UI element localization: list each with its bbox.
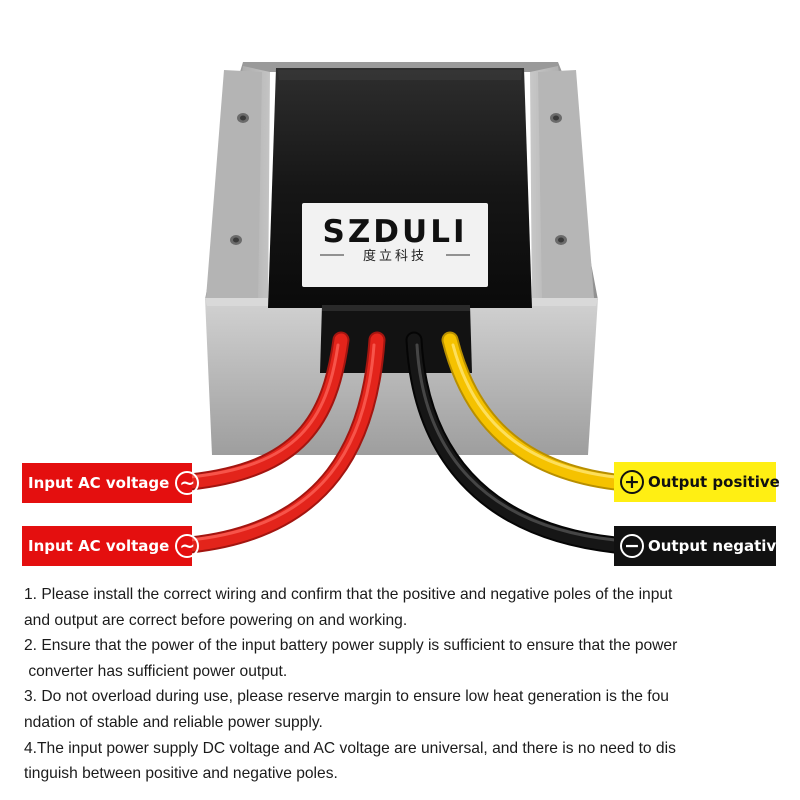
note-line: 4.The input power supply DC voltage and … (24, 739, 676, 757)
input-ac-label-2-text: Input AC voltage (28, 537, 170, 555)
note-line: 1. Please install the correct wiring and… (24, 586, 673, 603)
minus-circle-icon: − (620, 534, 644, 558)
output-negative-label: − Output negative (614, 526, 786, 566)
input-ac-label-2: Input AC voltage ~ (22, 526, 200, 566)
input-ac-label-1-text: Input AC voltage (28, 474, 170, 492)
installation-notes: 1. Please install the correct wiring and… (24, 582, 786, 787)
input-ac-label-1: Input AC voltage ~ (22, 463, 200, 503)
converter-product-photo: SZDULI 度立科技 (181, 62, 624, 554)
note-line: tinguish between positive and negative p… (24, 765, 338, 783)
cable-gland (320, 305, 472, 373)
plus-circle-icon: + (620, 470, 644, 494)
note-line: converter has sufficient power output. (24, 662, 288, 680)
note-line: 3. Do not overload during use, please re… (24, 688, 669, 706)
note-line: ndation of stable and reliable power sup… (24, 713, 323, 731)
brand-label: SZDULI 度立科技 (302, 203, 488, 287)
output-positive-label: + Output positive (614, 462, 780, 502)
note-line: and output are correct before powering o… (24, 611, 408, 629)
ac-wave-icon: ~ (175, 471, 200, 495)
brand-subtitle: 度立科技 (363, 248, 427, 264)
output-negative-text: Output negative (648, 537, 787, 555)
output-positive-text: Output positive (648, 473, 780, 491)
wire-bundle (181, 331, 624, 554)
note-line: 2. Ensure that the power of the input ba… (24, 637, 678, 655)
ac-wave-icon: ~ (175, 534, 200, 558)
brand-logo: SZDULI (323, 214, 468, 250)
